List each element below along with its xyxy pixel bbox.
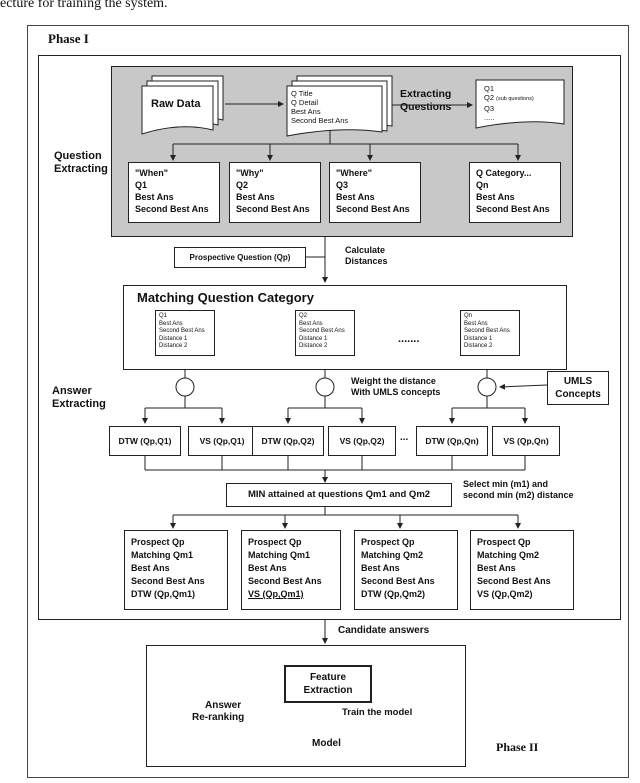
phase2-label: Phase II [496, 740, 539, 754]
matching-category-title: Matching Question Category [137, 290, 314, 305]
figure-caption: ecture for training the system. [0, 0, 168, 11]
question-list: Q1 Q2 (sub questions) Q3..... [484, 84, 534, 122]
prospective-question-box: Prospective Question (Qp) [174, 247, 306, 268]
dtw-box-qn: DTW (Qp,Qn) [416, 426, 488, 456]
mini-ellipsis: ....... [398, 333, 420, 345]
phase1-label: Phase I [48, 31, 89, 46]
vs-box-qn: VS (Qp,Qn) [492, 426, 560, 456]
min-attained-box: MIN attained at questions Qm1 and Qm2 [226, 483, 452, 507]
candidate-answers-label: Candidate answers [338, 625, 430, 636]
vs-box-q2: VS (Qp,Q2) [328, 426, 396, 456]
dtw-box-q2: DTW (Qp,Q2) [252, 426, 324, 456]
vs-box-q1: VS (Qp,Q1) [188, 426, 256, 456]
model-label: Model [312, 738, 341, 749]
raw-data-label: Raw Data [151, 98, 201, 110]
dtw-box-q1: DTW (Qp,Q1) [109, 426, 181, 456]
distance-ellipsis: ... [400, 432, 409, 443]
train-model-label: Train the model [342, 707, 413, 718]
